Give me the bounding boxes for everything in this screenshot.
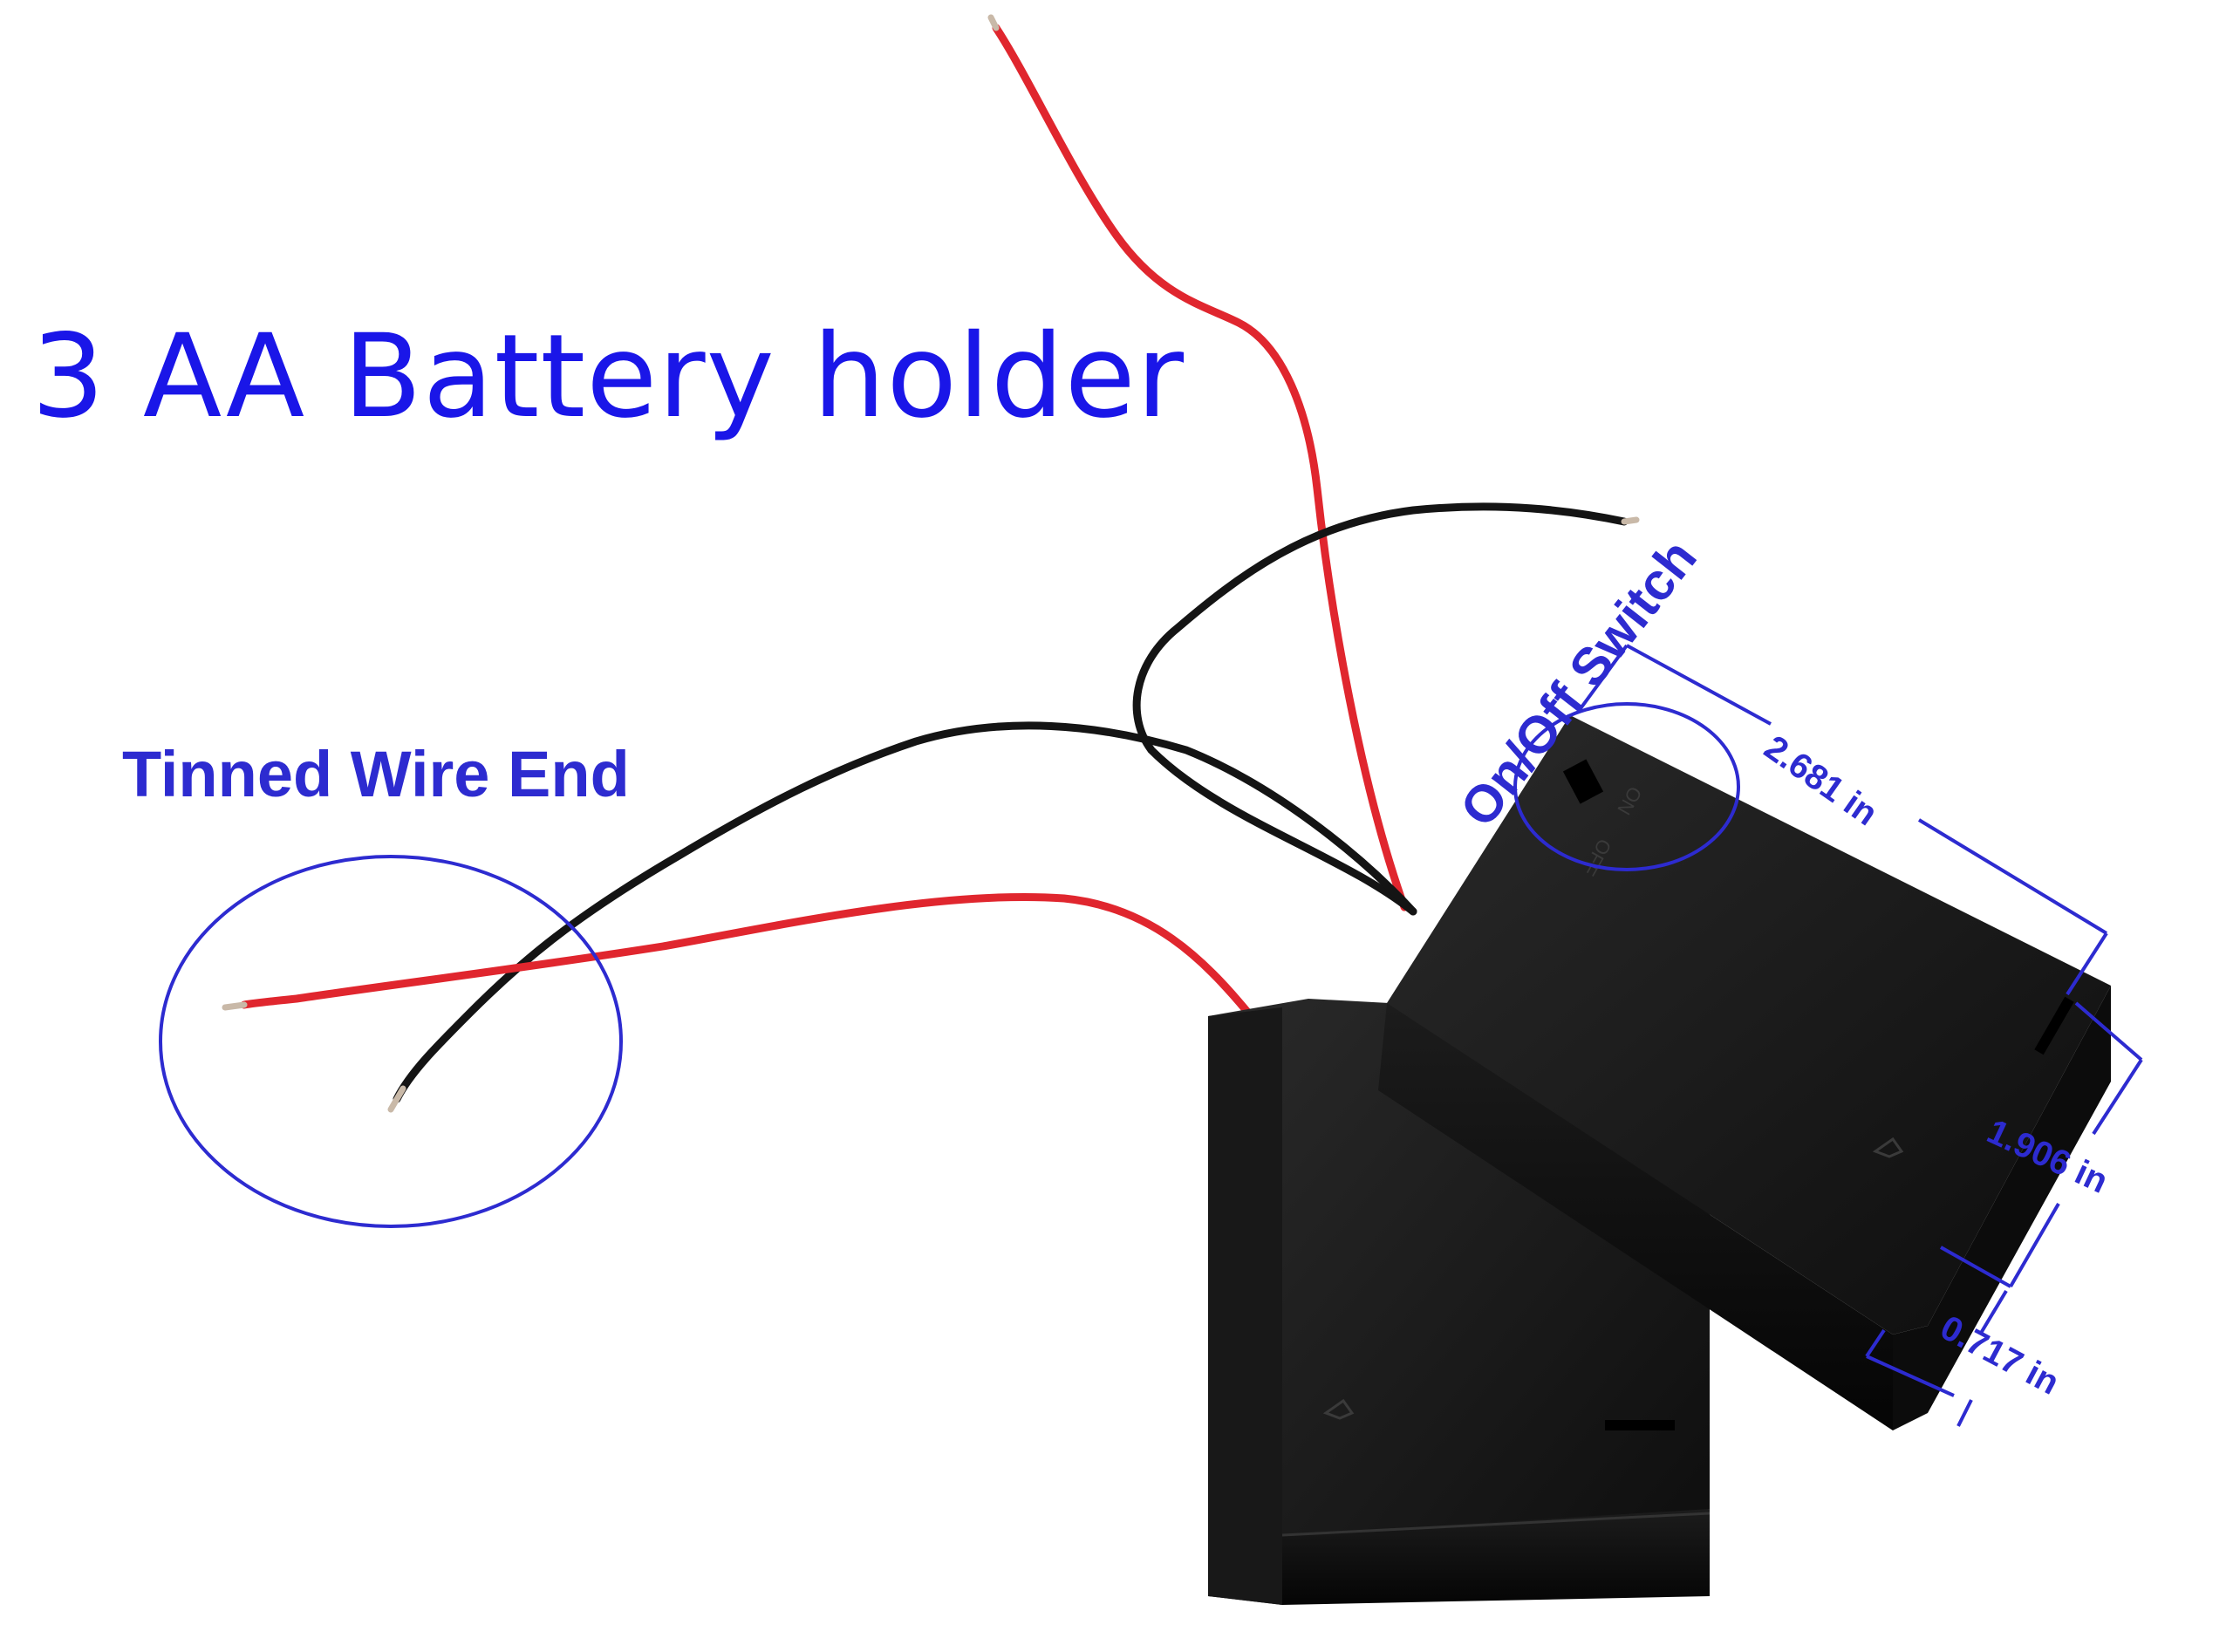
switch-circle: [1513, 702, 1740, 871]
battery-holder-back: OFF ON: [1378, 715, 2111, 1430]
red-wire-long: [240, 892, 1252, 1016]
black-wire-long: [393, 721, 1417, 1103]
tinned-tip-top: [987, 14, 1000, 31]
tinned-tip-black: [387, 1085, 406, 1113]
red-wire-top: [992, 24, 1409, 911]
tinned-tip-right: [1621, 516, 1640, 525]
tinned-tip-red: [222, 1001, 248, 1011]
page-title: 3 AA Battery holder: [31, 310, 1185, 444]
tinned-wire-circle: [159, 855, 623, 1228]
tinned-wire-end-label: Tinned Wire End: [122, 738, 630, 810]
black-wire-top: [1132, 502, 1629, 916]
dimension-lines: [1577, 644, 2143, 1427]
